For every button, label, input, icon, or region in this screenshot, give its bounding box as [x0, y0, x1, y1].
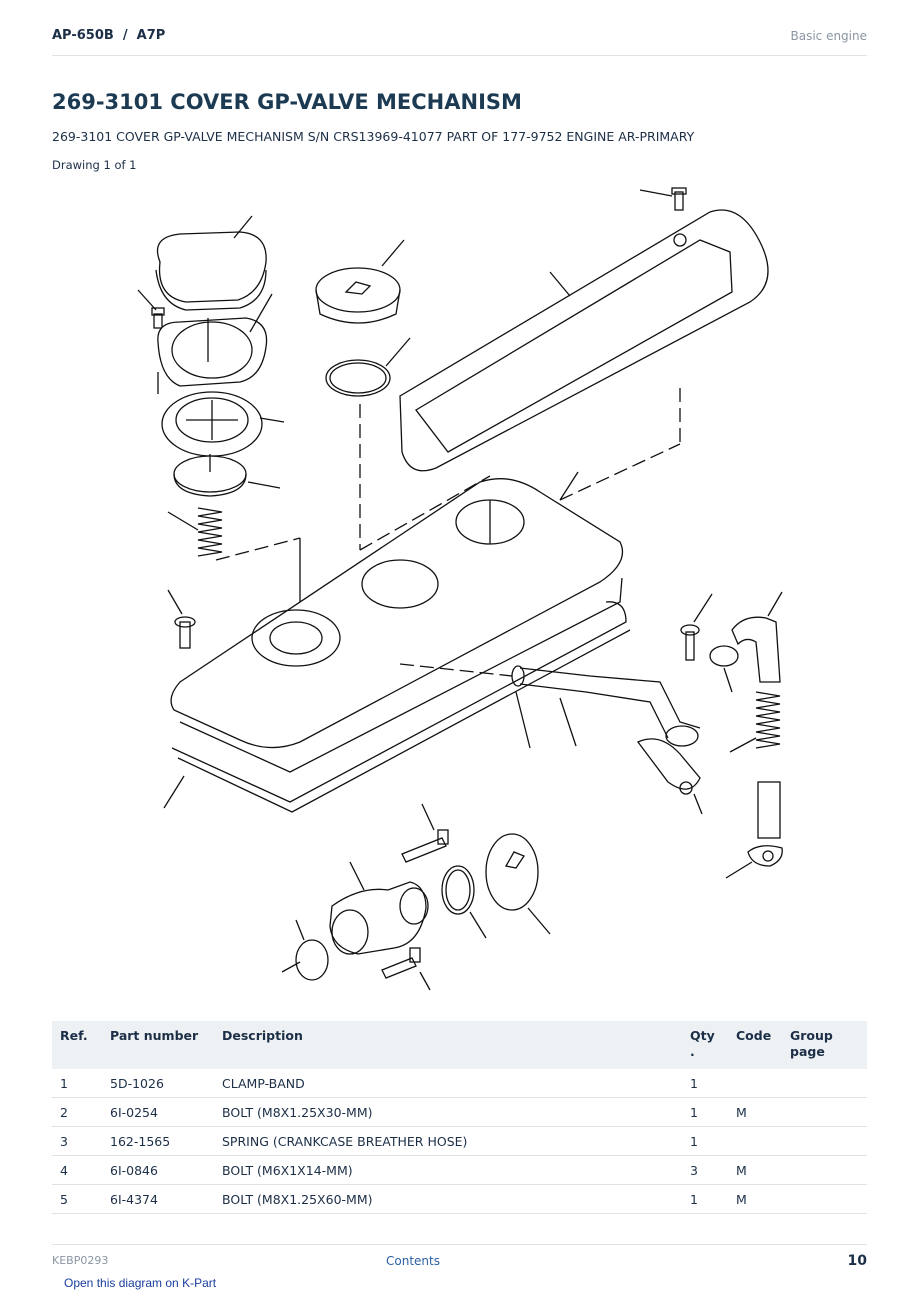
breather-spring: [167, 507, 223, 557]
valve-cover-base: [170, 471, 624, 773]
col-part-number: Part number: [102, 1021, 214, 1069]
row-qty: 1: [682, 1126, 728, 1156]
col-group-page: Group page: [782, 1021, 867, 1069]
row-code: [728, 1069, 782, 1098]
bracket-bolt: [680, 593, 713, 661]
bolt-with-washer: [167, 589, 196, 649]
exploded-parts-diagram: [137, 187, 783, 991]
seal-ring: [325, 337, 411, 550]
row-qty: 1: [682, 1184, 728, 1214]
page-footer: KEBP0293 Contents 10: [52, 1244, 867, 1275]
row-description: CLAMP-BAND: [214, 1069, 682, 1098]
page-header: AP-650B / A7P Basic engine: [52, 28, 867, 56]
row-description: BOLT (M8X1.25X60-MM): [214, 1184, 682, 1214]
col-description: Description: [214, 1021, 682, 1069]
row-ref: 2: [52, 1097, 102, 1127]
row-group-page: [782, 1069, 867, 1098]
col-qty: Qty .: [682, 1021, 728, 1069]
spring-cup: [173, 454, 281, 497]
row-code: M: [728, 1184, 782, 1214]
row-ref: 4: [52, 1155, 102, 1185]
section-label: Basic engine: [790, 29, 867, 43]
page-subtitle: 269-3101 COVER GP-VALVE MECHANISM S/N CR…: [52, 129, 695, 144]
doc-code: KEBP0293: [52, 1254, 109, 1267]
row-part-number: 6I-0254: [102, 1097, 214, 1127]
breather-cap: [155, 215, 267, 311]
drawing-label: Drawing 1 of 1: [52, 158, 137, 172]
parts-table-header: Ref. Part number Description Qty . Code …: [52, 1021, 867, 1069]
lower-filler-cap: [485, 833, 551, 935]
row-part-number: 6I-0846: [102, 1155, 214, 1185]
page-title: 269-3101 COVER GP-VALVE MECHANISM: [52, 90, 522, 114]
flange-plate: [157, 293, 273, 387]
row-part-number: 5D-1026: [102, 1069, 214, 1098]
tube-bracket: [636, 738, 703, 815]
oil-filler-cap: [315, 239, 405, 324]
row-part-number: 6I-4374: [102, 1184, 214, 1214]
row-group-page: [782, 1126, 867, 1156]
col-code: Code: [728, 1021, 782, 1069]
model-label: AP-650B / A7P: [52, 28, 166, 43]
page-number: 10: [847, 1253, 867, 1269]
row-group-page: [782, 1155, 867, 1185]
valve-cover-top: [359, 187, 769, 551]
row-ref: 3: [52, 1126, 102, 1156]
elbow-bolt-upper: [401, 803, 449, 863]
row-description: BOLT (M8X1.25X30-MM): [214, 1097, 682, 1127]
clamp-band: [709, 645, 739, 693]
elbow-gasket: [441, 865, 487, 939]
filler-elbow: [281, 861, 429, 981]
breather-hose: [725, 591, 783, 879]
row-group-page: [782, 1097, 867, 1127]
row-code: M: [728, 1155, 782, 1185]
small-bolt: [137, 289, 165, 329]
contents-link[interactable]: Contents: [386, 1254, 440, 1268]
row-qty: 1: [682, 1097, 728, 1127]
diaphragm: [157, 372, 285, 457]
col-ref: Ref.: [52, 1021, 102, 1069]
row-ref: 1: [52, 1069, 102, 1098]
breather-tube: [399, 663, 701, 749]
row-description: SPRING (CRANKCASE BREATHER HOSE): [214, 1126, 682, 1156]
elbow-bolt-lower: [381, 947, 431, 991]
row-ref: 5: [52, 1184, 102, 1214]
row-code: M: [728, 1097, 782, 1127]
row-code: [728, 1126, 782, 1156]
open-kpart-link[interactable]: Open this diagram on K-Part: [64, 1276, 217, 1290]
cover-gasket: [163, 601, 631, 813]
row-group-page: [782, 1184, 867, 1214]
row-qty: 1: [682, 1069, 728, 1098]
row-description: BOLT (M6X1X14-MM): [214, 1155, 682, 1185]
row-part-number: 162-1565: [102, 1126, 214, 1156]
parts-table: Ref. Part number Description Qty . Code …: [52, 1021, 867, 1214]
row-qty: 3: [682, 1155, 728, 1185]
